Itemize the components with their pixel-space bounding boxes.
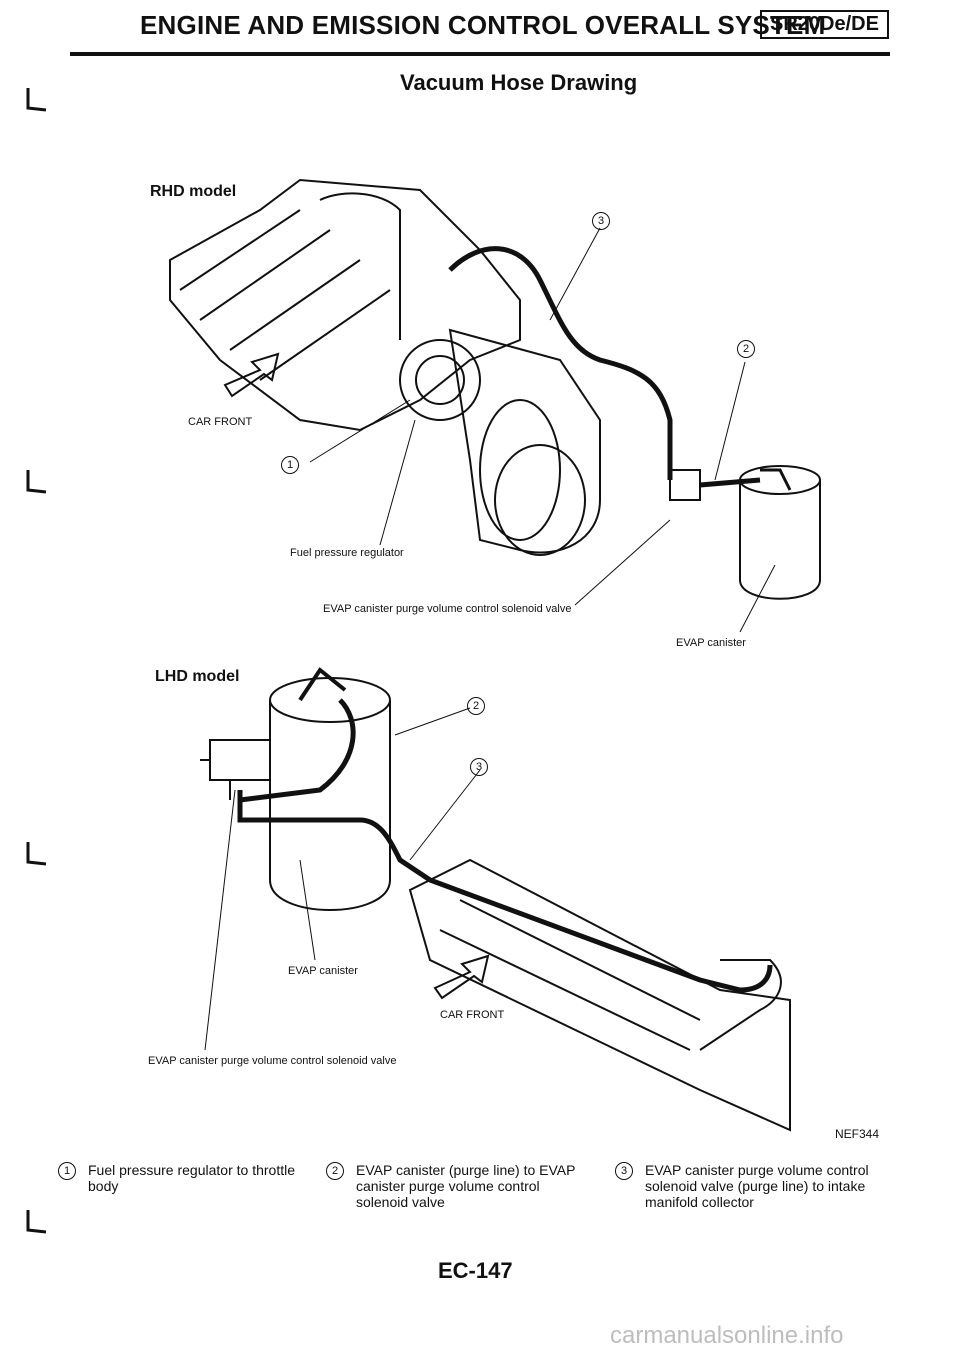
lhd-evap-canister-label: EVAP canister [288,965,358,977]
page-number: EC-147 [438,1258,513,1283]
legend-text: EVAP canister purge volume control solen… [645,1162,869,1210]
rhd-evap-canister-label: EVAP canister [676,637,746,649]
section-title: Vacuum Hose Drawing [400,70,638,95]
legend-text: EVAP canister (purge line) to EVAP canis… [356,1162,576,1210]
watermark: carmanualsonline.info [610,1322,844,1349]
rhd-callout-3: 3 [592,212,610,230]
lhd-callout-2: 2 [467,697,485,715]
rhd-car-front-label: CAR FRONT [188,416,253,428]
rhd-callout-2: 2 [737,340,755,358]
engine-model-badge: SR20De/DE [760,10,889,39]
lhd-purge-valve-label: EVAP canister purge volume control solen… [148,1055,397,1067]
legend-number: 1 [58,1162,76,1180]
legend-item-1: 1 Fuel pressure regulator to throttle bo… [58,1162,318,1202]
page-header-title: ENGINE AND EMISSION CONTROL OVERALL SYST… [140,10,826,40]
rhd-callout-1: 1 [281,456,299,474]
legend-item-3: 3 EVAP canister purge volume control sol… [615,1162,885,1212]
legend-number: 3 [615,1162,633,1180]
legend-number: 2 [326,1162,344,1180]
lhd-model-label: LHD model [155,668,240,685]
header-rule [70,52,890,56]
rhd-fuel-pressure-regulator-label: Fuel pressure regulator [290,547,404,559]
rhd-purge-valve-label: EVAP canister purge volume control solen… [323,603,572,615]
rhd-model-label: RHD model [150,183,237,200]
lhd-car-front-label: CAR FRONT [440,1009,505,1021]
lhd-callout-3: 3 [470,758,488,776]
legend-item-2: 2 EVAP canister (purge line) to EVAP can… [326,1162,586,1212]
figure-code: NEF344 [835,1127,880,1141]
legend-text: Fuel pressure regulator to throttle body [88,1162,295,1194]
